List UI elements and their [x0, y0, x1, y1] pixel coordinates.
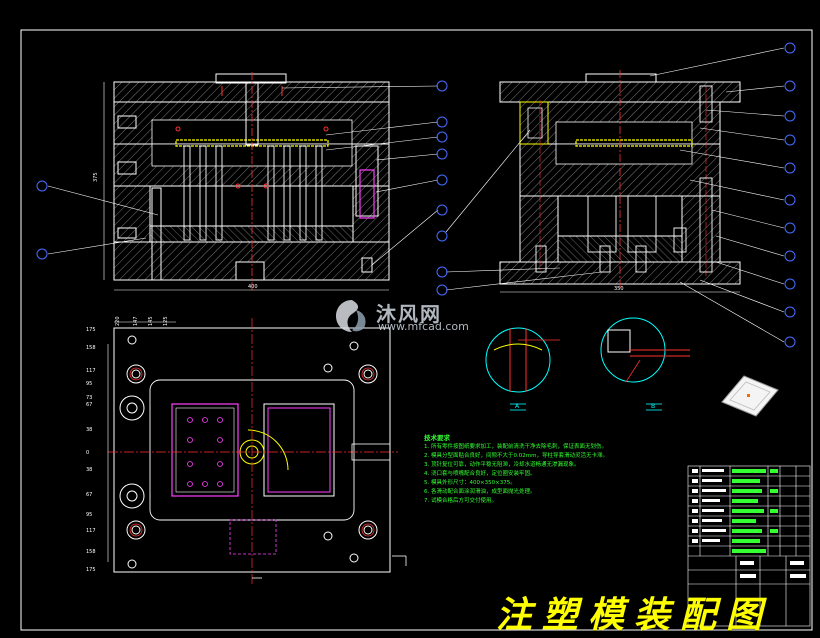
side-width-dim: 350 [614, 286, 624, 292]
dim-label: 125 [163, 316, 169, 326]
dim-label: 67 [86, 492, 92, 498]
side-section-view: 350 [436, 42, 796, 348]
front-height-dim: 375 [93, 172, 99, 182]
title-block-fills [732, 469, 778, 553]
watermark-logo-icon [336, 300, 366, 332]
notes-title: 技术要求 [424, 434, 450, 442]
dim-label: 117 [86, 368, 96, 374]
title-block-text-marks [692, 469, 806, 578]
plan-top-dims: 220 147 145 125 [115, 316, 169, 326]
dim-label: 67 [86, 402, 92, 408]
dim-label: 95 [86, 381, 92, 387]
dim-label: 158 [86, 345, 96, 351]
watermark-url: www.mfcad.com [378, 320, 469, 333]
note-line: 7. 试模合格后方可交付使用。 [424, 498, 497, 504]
dim-label: 73 [86, 395, 92, 401]
watermark: 沐风网 www.mfcad.com [330, 296, 500, 340]
dim-label: 145 [148, 316, 154, 326]
plan-view [107, 318, 407, 584]
note-line: 1. 所有零件按图纸要求加工，装配前清洗干净去除毛刺，保证表面无划伤。 [424, 444, 607, 450]
front-width-dim: 400 [248, 284, 258, 290]
dim-label: 175 [86, 567, 96, 573]
dim-label: 158 [86, 549, 96, 555]
detail-view-b: B [600, 317, 690, 411]
watermark-brand: 沐风网 [376, 302, 442, 326]
dim-label: 0 [86, 450, 89, 456]
note-line: 5. 模具外形尺寸：400×350×375。 [424, 480, 516, 486]
technical-notes: 技术要求 1. 所有零件按图纸要求加工，装配前清洗干净去除毛刺，保证表面无划伤。… [424, 434, 664, 506]
part-isometric [721, 375, 779, 417]
dim-label: 175 [86, 327, 96, 333]
drawing-title: 注塑模装配图 [496, 594, 773, 636]
dim-label: 38 [86, 427, 92, 433]
dim-label: 220 [115, 316, 121, 326]
note-line: 2. 模具分型面贴合良好，间隙不大于0.02mm，导柱导套滑动灵活无卡滞。 [424, 453, 608, 459]
detail-view-a: A [485, 327, 560, 411]
title-block [687, 465, 811, 627]
dim-label: 117 [86, 528, 96, 534]
note-line: 3. 顶针复位可靠，动作平稳无阻滞，冷却水道畅通无渗漏现象。 [424, 462, 580, 468]
plan-left-dims: 175 158 117 95 73 67 38 0 38 67 95 117 1… [86, 327, 96, 573]
dim-label: 147 [133, 316, 139, 326]
drawing-frame [20, 29, 813, 631]
dim-label: 38 [86, 467, 92, 473]
detail-b-label: B [651, 403, 655, 410]
front-section-view: 400 375 [36, 72, 448, 291]
detail-a-label: A [515, 403, 520, 410]
dim-label: 95 [86, 512, 92, 518]
note-line: 6. 各滑动配合面涂润滑油，成型面抛光处理。 [424, 489, 536, 495]
note-line: 4. 浇口套与喷嘴配合良好，定位圈安装牢固。 [424, 471, 536, 477]
